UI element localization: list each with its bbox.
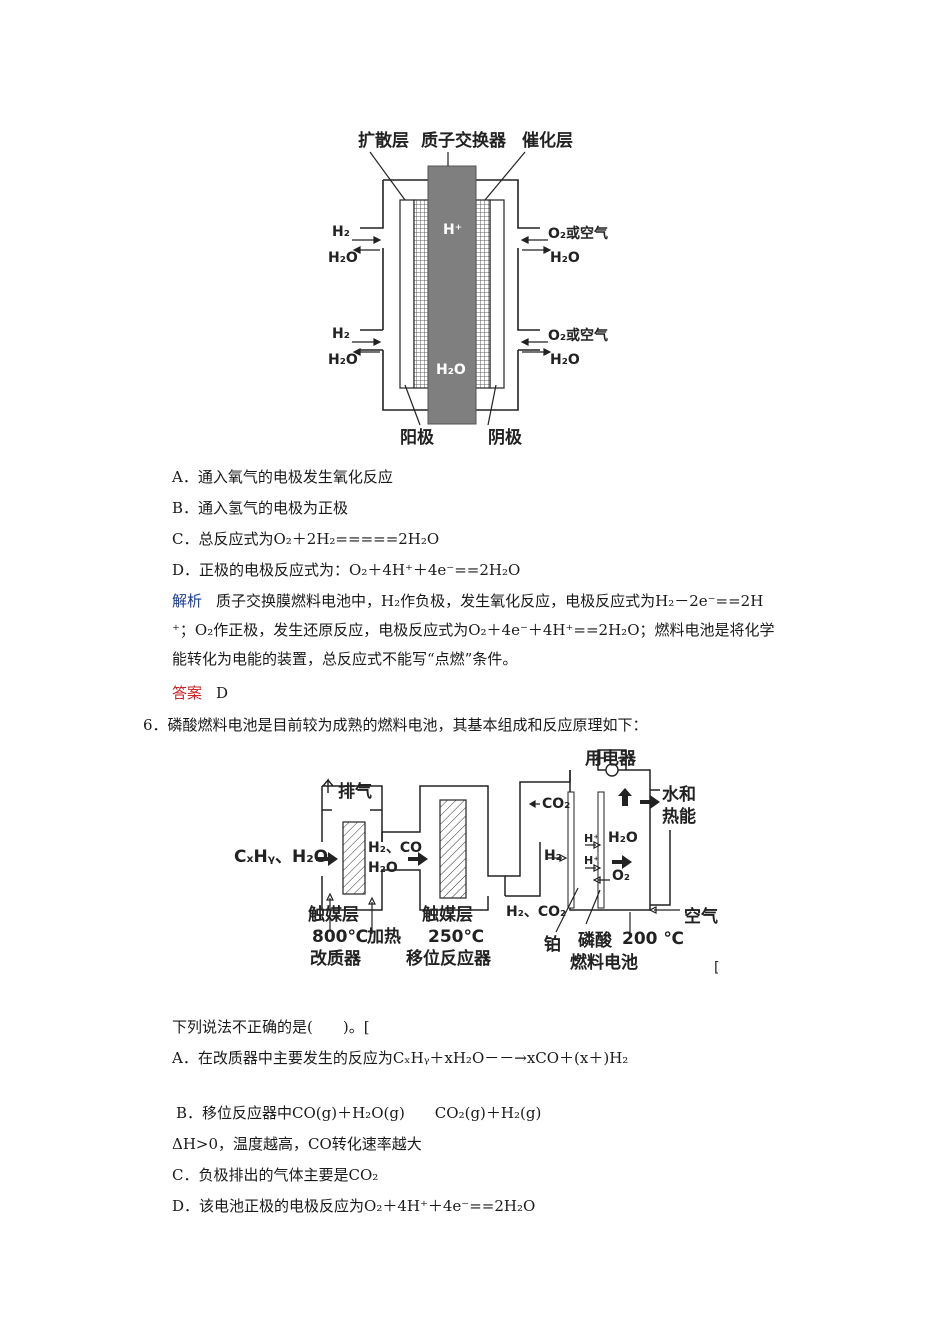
label-anode: 阳极 (400, 428, 434, 448)
analysis-line-2: ⁺；O₂作正极，发生还原反应，电极反应式为O₂＋4e⁻＋4H⁺==2H₂O；燃料… (172, 621, 775, 639)
label-acid-2: 燃料电池 (570, 952, 638, 973)
label-catalyst-2: 触媒层 (421, 904, 473, 925)
fuel-cell-outline (569, 749, 651, 911)
q5-option-a: A．通入氧气的电极发生氧化反应 (172, 468, 393, 486)
analysis-line-1: 质子交换膜燃料电池中，H₂作负极，发生氧化反应，电极反应式为H₂－2e⁻==2H (216, 592, 764, 610)
label-h2: H₂ (544, 848, 562, 864)
label-water-heat-2: 热能 (662, 806, 696, 827)
label-proton: H⁺ (443, 222, 462, 238)
q5-option-c: C．总反应式为O₂＋2H₂=====2H₂O (172, 530, 440, 548)
left-diffusion-layer (399, 199, 415, 389)
label-air: 空气 (684, 906, 718, 927)
label-cathode: 阴极 (488, 428, 522, 448)
q6-option-a: A．在改质器中主要发生的反应为CₓHᵧ＋xH₂O－－→xCO＋(x＋)H₂ (172, 1049, 629, 1067)
label-o2-top: O₂或空气 (548, 225, 608, 242)
label-h2o-bottom-left: H₂O (328, 352, 358, 368)
label-o2-bottom: O₂或空气 (548, 327, 608, 344)
q6-stem: 6．磷酸燃料电池是目前较为成熟的燃料电池，其基本组成和反应原理如下： (143, 716, 648, 734)
reformer-catalyst (342, 821, 366, 895)
platinum-layer-cathode (597, 791, 605, 909)
answer-label: 答案 (172, 684, 203, 702)
label-temp-2: 250℃ (428, 927, 484, 947)
label-h2o-top-right: H₂O (550, 250, 580, 266)
out-arrow-right (612, 855, 632, 869)
q6-option-b: B．移位反应器中CO(g)＋H₂O(g) CO₂(g)＋H₂(g) (176, 1104, 542, 1122)
q6-option-b-cont: ΔH>0，温度越高，CO转化速率越大 (172, 1135, 422, 1153)
label-h-plus-1: H⁺ (584, 832, 599, 845)
water-heat-arrow-up (618, 788, 632, 806)
label-h-plus-2: H⁺ (584, 854, 599, 867)
label-platinum: 铂 (544, 934, 561, 955)
label-device: 用电器 (585, 748, 637, 769)
label-h2-top: H₂ (332, 224, 350, 240)
platinum-layer-anode (567, 791, 575, 909)
proton-exchange-membrane (427, 165, 477, 425)
analysis-line-3: 能转化为电能的装置，总反应式不能写“点燃”条件。 (172, 650, 518, 668)
mid-arrow (408, 852, 428, 866)
reformer-outline (321, 786, 383, 911)
right-housing (476, 179, 540, 411)
label-bracket: [ (714, 960, 719, 976)
shift-catalyst (439, 799, 467, 899)
label-membrane: 质子交换器 (421, 130, 507, 151)
left-catalyst-layer (413, 199, 429, 389)
label-water-membrane: H₂O (436, 362, 466, 378)
label-mid-gas-1: H₂、CO (368, 840, 422, 856)
shift-reactor-outline (419, 785, 506, 911)
left-housing (360, 179, 428, 411)
q5-option-b: B．通入氢气的电极为正极 (172, 499, 349, 517)
label-acid-1: 磷酸 (578, 930, 613, 951)
pem-fuel-cell-diagram: 扩散层 质子交换器 催化层 H₂ H₂O H₂ H₂O O₂或空气 H₂O O₂… (328, 130, 608, 448)
label-h2o-bottom-right: H₂O (550, 352, 580, 368)
label-water: H₂O (608, 830, 638, 846)
q6-question: 下列说法不正确的是( )。[ (172, 1018, 370, 1036)
label-exhaust: 排气 (338, 781, 372, 802)
label-catalyst: 催化层 (522, 130, 573, 151)
label-heat: 加热 (366, 926, 401, 947)
label-temp-3: 200 ℃ (622, 929, 684, 949)
right-catalyst-layer (475, 199, 491, 389)
label-diffusion: 扩散层 (358, 130, 409, 151)
label-co2: CO₂ (542, 796, 570, 812)
label-h2o-top-left: H₂O (328, 250, 358, 266)
label-shift-reactor: 移位反应器 (406, 948, 492, 969)
label-feed: CₓHᵧ、H₂O (234, 847, 328, 867)
right-diffusion-layer (489, 199, 505, 389)
q6-option-c: C．负极排出的气体主要是CO₂ (172, 1166, 379, 1184)
label-reformer: 改质器 (310, 948, 362, 969)
answer-value: D (216, 684, 229, 702)
exhaust-arrow (322, 778, 334, 793)
label-catalyst-1: 触媒层 (307, 904, 359, 925)
phosphoric-acid-fuel-cell-diagram: 用电器 排气 CₓHᵧ、H₂O H₂、CO H₂O 触媒层 800℃ 加热 改质… (234, 748, 719, 976)
q6-option-d: D．该电池正极的电极反应为O₂＋4H⁺＋4e⁻==2H₂O (172, 1197, 536, 1215)
label-h2-bottom: H₂ (332, 326, 350, 342)
label-outlet-gas: H₂、CO₂ (506, 904, 566, 920)
label-water-heat-1: 水和 (662, 784, 696, 805)
analysis-label: 解析 (172, 592, 203, 610)
feed-arrow (316, 852, 338, 866)
label-o2: O₂ (612, 868, 630, 884)
label-mid-gas-2: H₂O (368, 860, 398, 876)
label-temp-1: 800℃ (312, 927, 368, 947)
q5-option-d: D．正极的电极反应式为：O₂＋4H⁺＋4e⁻==2H₂O (172, 561, 521, 579)
q5-analysis: 解析质子交换膜燃料电池中，H₂作负极，发生氧化反应，电极反应式为H₂－2e⁻==… (172, 587, 812, 674)
water-heat-arrow-right (640, 795, 660, 809)
q5-answer: 答案 D (172, 682, 228, 703)
